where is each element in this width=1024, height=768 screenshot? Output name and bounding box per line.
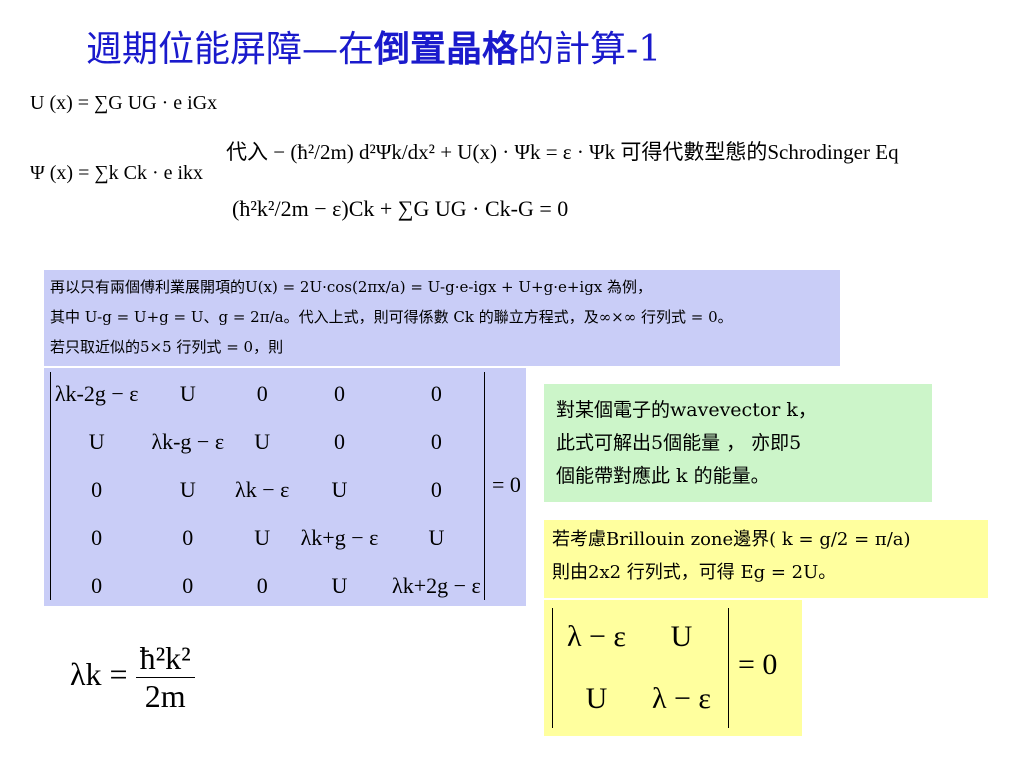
matrix-row: λ − ε U (554, 606, 724, 668)
lambda-lhs: λk = (70, 655, 128, 692)
determinant-2x2-table: λ − ε U U λ − ε (554, 606, 724, 730)
matrix-cell: 0 (91, 525, 103, 550)
matrix-cell: λ − ε (651, 682, 712, 715)
determinant-right-bar (484, 372, 485, 600)
page-title: 週期位能屏障—在倒置晶格的計算-1 (86, 20, 661, 72)
brillouin-note: 若考慮Brillouin zone邊界( k = g/2 = π/a) 則由2x… (544, 520, 988, 598)
lambda-numerator: ħ²k² (135, 640, 195, 678)
matrix-cell: 0 (430, 477, 442, 502)
matrix-cell: λk+g − ε (300, 525, 379, 550)
matrix-cell: U (179, 477, 196, 502)
brillouin-note-line-1: 若考慮Brillouin zone邊界( k = g/2 = π/a) (552, 529, 911, 550)
wavevector-note-line-3: 個能帶對應此 k 的能量。 (556, 465, 770, 487)
explanation-line-1: 再以只有兩個傅利業展開項的U(x) = 2U·cos(2πx/a) = U-g·… (50, 278, 653, 296)
title-suffix: 的計算-1 (518, 29, 662, 70)
brillouin-note-line-2: 則由2x2 行列式，可得 Eg = 2U。 (552, 562, 837, 583)
matrix-row: U λk-g − ε U 0 0 (48, 418, 488, 466)
matrix-cell: 0 (430, 381, 442, 406)
wavevector-note-line-1: 對某個電子的wavevector k， (556, 399, 817, 421)
matrix-cell: λk-2g − ε (54, 381, 139, 406)
matrix-cell: U (331, 573, 348, 598)
matrix-cell: 0 (91, 573, 103, 598)
wavevector-note: 對某個電子的wavevector k， 此式可解出5個能量 ， 亦即5 個能帶對… (544, 384, 932, 502)
matrix-cell: U (585, 682, 608, 715)
matrix-row: λk-2g − ε U 0 0 0 (48, 370, 488, 418)
matrix-cell: λk-g − ε (151, 429, 225, 454)
matrix-cell: U (670, 620, 693, 653)
matrix-cell: 0 (256, 381, 268, 406)
matrix-cell: λk − ε (235, 477, 290, 502)
lambda-denominator: 2m (144, 678, 186, 714)
explanation-line-3: 若只取近似的5×5 行列式 = 0，則 (50, 338, 284, 356)
explanation-box: 再以只有兩個傅利業展開項的U(x) = 2U·cos(2πx/a) = U-g·… (44, 270, 840, 366)
matrix-cell: U (179, 381, 196, 406)
determinant-2x2-equals-zero: = 0 (738, 648, 778, 681)
explanation-line-2: 其中 U-g = U+g = U、g = 2π/a。代入上式，則可得係數 Ck … (50, 308, 733, 326)
potential-equation: U (x) = ∑G UG · e iGx (30, 92, 218, 114)
matrix-cell: U (428, 525, 445, 550)
determinant-2x2: λ − ε U U λ − ε = 0 (544, 600, 802, 736)
matrix-row: U λ − ε (554, 668, 724, 730)
algebraic-equation: (ħ²k²/2m − ε)Ck + ∑G UG · Ck-G = 0 (232, 196, 569, 221)
title-prefix: 週期位能屏障—在 (86, 29, 375, 70)
matrix-row: 0 U λk − ε U 0 (48, 466, 488, 514)
lambda-fraction: ħ²k² 2m (135, 640, 195, 715)
matrix-cell: 0 (334, 381, 345, 406)
matrix-cell: 0 (334, 429, 345, 454)
matrix-cell: λ − ε (566, 620, 627, 653)
matrix-cell: λk+2g − ε (392, 573, 481, 598)
wavevector-note-line-2: 此式可解出5個能量 ， 亦即5 (556, 432, 802, 454)
determinant-2x2-left-bar (552, 608, 553, 728)
matrix-cell: 0 (430, 429, 442, 454)
matrix-cell: U (254, 525, 271, 550)
determinant-5x5-table: λk-2g − ε U 0 0 0 U λk-g − ε U 0 0 0 U λ… (48, 370, 488, 610)
matrix-cell: 0 (182, 525, 194, 550)
title-bold: 倒置晶格 (374, 28, 519, 70)
lambda-definition: λk = ħ²k² 2m (70, 640, 195, 715)
matrix-cell: U (88, 429, 105, 454)
matrix-cell: 0 (256, 573, 268, 598)
matrix-cell: 0 (182, 573, 194, 598)
determinant-equals-zero: = 0 (492, 472, 521, 497)
determinant-5x5: λk-2g − ε U 0 0 0 U λk-g − ε U 0 0 0 U λ… (44, 368, 526, 606)
matrix-row: 0 0 0 U λk+2g − ε (48, 562, 488, 610)
wavefunction-equation: Ψ (x) = ∑k Ck · e ikx (30, 162, 204, 184)
matrix-cell: U (331, 477, 348, 502)
matrix-row: 0 0 U λk+g − ε U (48, 514, 488, 562)
determinant-left-bar (50, 372, 51, 600)
determinant-2x2-right-bar (728, 608, 729, 728)
matrix-cell: 0 (91, 477, 103, 502)
matrix-cell: U (254, 429, 271, 454)
substitution-equation: 代入 − (ħ²/2m) d²Ψk/dx² + U(x) · Ψk = ε · … (226, 140, 899, 164)
